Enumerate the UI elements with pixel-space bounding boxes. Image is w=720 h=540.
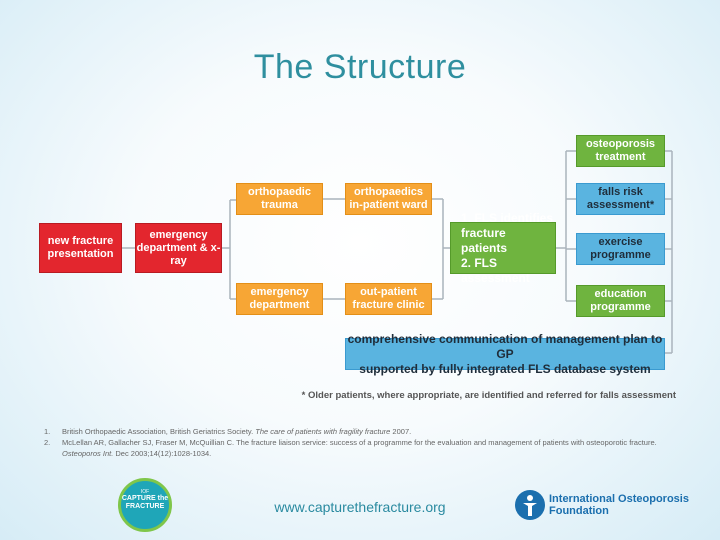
iof-logo-icon	[515, 490, 545, 520]
iof-name-line-1: International Osteoporosis	[549, 493, 689, 505]
exercise-programme-box: exercise programme	[576, 233, 665, 265]
gp-communication-line-1: comprehensive communication of managemen…	[347, 331, 663, 361]
logo-small-text: IOF	[140, 489, 150, 495]
osteoporosis-treatment-box: osteoporosis treatment	[576, 135, 665, 167]
slide-title: The Structure	[253, 48, 467, 86]
emergency-xray-box: emergency department & x-ray	[135, 223, 222, 273]
iof-logo-text: International Osteoporosis Foundation	[549, 493, 689, 517]
iof-name-line-2: Foundation	[549, 505, 609, 517]
website-link[interactable]: www.capturethefracture.org	[274, 499, 446, 515]
gp-communication-box: comprehensive communication of managemen…	[345, 332, 665, 376]
new-fracture-box: new fracture presentation	[39, 223, 122, 273]
reference-text: McLellan AR, Gallacher SJ, Fraser M, McQ…	[62, 438, 657, 447]
reference-item: 2. McLellan AR, Gallacher SJ, Fraser M, …	[44, 437, 684, 459]
fls-line-3: 2. FLS assessment	[461, 255, 530, 285]
fls-line-1: 1. FLS identifies	[461, 210, 554, 225]
education-programme-box: education programme	[576, 285, 665, 317]
falls-risk-box: falls risk assessment*	[576, 183, 665, 215]
ortho-ward-box: orthopaedics in-patient ward	[345, 183, 432, 215]
reference-number: 1.	[44, 427, 51, 436]
reference-number: 2.	[44, 438, 51, 447]
fls-line-2: fracture patients	[461, 225, 508, 255]
ortho-trauma-box: orthopaedic trauma	[236, 183, 323, 215]
reference-tail: 2007.	[390, 427, 412, 436]
gp-communication-line-2: supported by fully integrated FLS databa…	[359, 361, 651, 376]
reference-text: British Orthopaedic Association, British…	[62, 427, 256, 436]
reference-item: 1. British Orthopaedic Association, Brit…	[44, 426, 684, 437]
capture-the-fracture-logo: IOF CAPTURE the FRACTURE	[118, 478, 172, 532]
reference-title: The care of patients with fragility frac…	[255, 427, 391, 436]
emergency-dept-box: emergency department	[236, 283, 323, 315]
references: 1. British Orthopaedic Association, Brit…	[44, 426, 684, 459]
reference-tail: Dec 2003;14(12):1028-1034.	[113, 449, 212, 458]
fls-box: 1. FLS identifies fracture patients 2. F…	[450, 211, 556, 285]
falls-note: * Older patients, where appropriate, are…	[301, 390, 676, 401]
reference-journal: Osteoporos Int.	[62, 449, 114, 458]
outpatient-clinic-box: out-patient fracture clinic	[345, 283, 432, 315]
logo-main-text: CAPTURE the FRACTURE	[121, 495, 169, 510]
